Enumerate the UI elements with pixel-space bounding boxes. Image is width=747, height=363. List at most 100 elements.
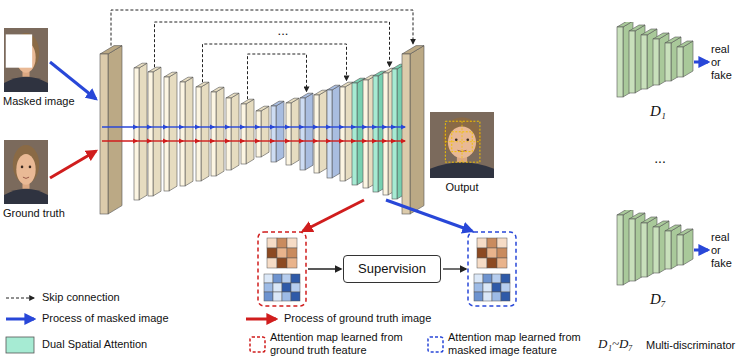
masked-flow-arrow — [342, 126, 355, 127]
masked-flow-arrow — [385, 126, 395, 127]
masked-flow-arrow — [273, 126, 289, 127]
legend-line — [6, 298, 34, 299]
output-label: real or fake — [711, 231, 739, 270]
layer-top — [327, 85, 340, 90]
output-label: real or fake — [711, 43, 739, 82]
layer-side — [291, 98, 299, 165]
truth-flow-arrow — [198, 140, 214, 141]
layer-side — [169, 72, 177, 191]
shoulders — [4, 189, 48, 204]
attention-cell — [287, 258, 297, 268]
discriminator: D₇ — [612, 210, 704, 308]
layer-front — [340, 87, 345, 181]
layer-top — [196, 82, 209, 87]
legend-text: Multi-discriminator — [646, 339, 735, 352]
legend-line — [6, 318, 34, 321]
layer-front — [402, 54, 410, 214]
attention-cell — [474, 292, 483, 301]
layer-front — [677, 47, 683, 77]
legend-symbol: D₁~D₇ — [598, 337, 633, 350]
mouth — [23, 177, 29, 178]
dashed-frame — [468, 232, 516, 306]
layer-side — [231, 93, 239, 170]
caption: Ground truth — [3, 206, 79, 220]
attention-cell — [264, 274, 273, 283]
layer-top — [653, 221, 669, 227]
attention-cell — [282, 283, 291, 292]
skip-connection — [248, 54, 307, 99]
attention-cell — [497, 238, 507, 248]
masked-input-arrow — [50, 62, 96, 99]
truth-flow-arrow — [316, 140, 330, 141]
photo-background — [430, 112, 494, 178]
masked-flow-arrow — [329, 126, 343, 127]
photo — [430, 112, 494, 178]
layer-front — [653, 227, 659, 273]
legend-text: Attention map learned from ground truth … — [270, 331, 420, 357]
truth-flow-arrow — [166, 140, 183, 141]
legend-frame — [250, 337, 265, 352]
masked-flow-arrow — [166, 126, 183, 127]
attention-cell — [483, 274, 492, 283]
layer-side — [332, 85, 340, 178]
attention-cell — [483, 292, 492, 301]
photo — [4, 28, 48, 92]
layer-side — [108, 46, 122, 214]
eye — [455, 138, 458, 141]
legend-text: Process of ground truth image — [284, 312, 431, 325]
layer-front — [352, 83, 357, 185]
layer-top — [677, 229, 693, 235]
photo-background — [4, 28, 48, 92]
legend-text: Skip connection — [42, 291, 120, 304]
layer-front — [226, 98, 231, 170]
output-image: Output — [426, 112, 498, 194]
layer-front — [241, 104, 246, 164]
layer-top — [256, 106, 269, 111]
layer-top — [164, 72, 177, 77]
mask-hole — [6, 34, 32, 67]
masked-flow-arrow — [365, 126, 376, 127]
detail-grid — [445, 121, 480, 162]
layer-front — [665, 231, 671, 269]
masked-flow-arrow — [243, 126, 259, 127]
truth-flow-arrow — [288, 140, 303, 141]
layer-side — [319, 90, 327, 173]
attention-cell — [267, 258, 277, 268]
discriminator-net — [612, 210, 700, 290]
masked-flow-arrow — [302, 126, 317, 127]
input-image: Masked image — [3, 28, 79, 108]
shoulders — [4, 77, 48, 92]
encoder-decoder — [100, 10, 424, 214]
masked-flow-arrow — [102, 126, 137, 127]
face — [16, 154, 35, 185]
layer-top — [629, 25, 645, 31]
truth-input-arrow — [50, 151, 96, 178]
masked-flow-arrow — [288, 126, 303, 127]
layer-side — [201, 82, 209, 181]
attention-cell — [501, 292, 510, 301]
legend-samples — [6, 298, 443, 353]
ellipsis: ... — [640, 152, 680, 165]
box-label: Supervision — [358, 262, 426, 276]
attention-cell — [287, 248, 297, 258]
layer-front — [383, 73, 388, 195]
caption: D₇ — [612, 290, 704, 308]
attention-cell — [273, 274, 282, 283]
masked-attention-arrow — [386, 200, 472, 231]
attention-cell — [501, 274, 510, 283]
legend-text: Dual Spatial Attention — [42, 338, 147, 351]
caption: Output — [426, 180, 498, 194]
attention-cell — [497, 258, 507, 268]
layer-front — [256, 111, 261, 157]
attention-cell — [492, 283, 501, 292]
truth-flow-arrow — [385, 140, 395, 141]
layer-front — [641, 35, 647, 89]
discriminator: D₁ — [612, 22, 704, 120]
layer-top — [241, 99, 254, 104]
layer-top — [100, 46, 122, 54]
attention-cell — [267, 248, 277, 258]
truth-flow-arrow — [258, 140, 274, 141]
skip-connection — [155, 22, 390, 67]
input-image: Ground truth — [3, 140, 79, 220]
